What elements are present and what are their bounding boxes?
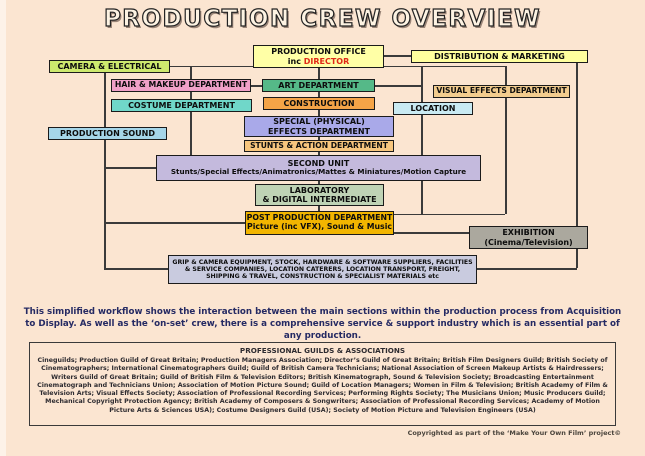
connector-line [394, 232, 469, 234]
node-construction: CONSTRUCTION [263, 97, 375, 110]
node-hair-makeup-department: HAIR & MAKEUP DEPARTMENT [111, 79, 251, 92]
scan-edge [0, 0, 6, 456]
connector-line [476, 268, 577, 270]
connector-line [318, 66, 320, 212]
node-distribution-marketing: DISTRIBUTION & MARKETING [411, 50, 588, 63]
connector-line [576, 63, 578, 268]
connector-line [104, 222, 245, 224]
guilds-title: PROFESSIONAL GUILDS & ASSOCIATIONS [239, 346, 406, 355]
node-art-department: ART DEPARTMENT [262, 79, 375, 92]
node-special-effects-department: SPECIAL (PHYSICAL)EFFECTS DEPARTMENT [244, 116, 394, 137]
connector-line [251, 85, 262, 87]
guilds-box: PROFESSIONAL GUILDS & ASSOCIATIONS Cineg… [29, 342, 616, 426]
connector-line [104, 72, 106, 269]
guilds-body: Cineguilds; Production Guild of Great Br… [37, 357, 608, 414]
node-camera-electrical: CAMERA & ELECTRICAL [49, 60, 170, 73]
intro-text: This simplified workflow shows the inter… [23, 307, 622, 342]
connector-line [384, 55, 411, 57]
connector-line [505, 66, 507, 214]
node-laboratory-digital-intermediate: LABORATORY& DIGITAL INTERMEDIATE [255, 184, 384, 206]
node-stunts-action-department: STUNTS & ACTION DEPARTMENT [244, 140, 394, 152]
page-title: PRODUCTION CREW OVERVIEW [103, 5, 542, 32]
node-location: LOCATION [393, 102, 473, 115]
connector-line [421, 66, 423, 214]
node-production-sound: PRODUCTION SOUND [48, 127, 167, 140]
connector-line [375, 85, 421, 87]
node-suppliers: GRIP & CAMERA EQUIPMENT, STOCK, HARDWARE… [168, 255, 477, 284]
node-exhibition: EXHIBITION(Cinema/Television) [469, 226, 588, 249]
connector-line [104, 167, 156, 169]
connector-line [394, 213, 505, 215]
node-costume-department: COSTUME DEPARTMENT [111, 99, 252, 112]
connector-line [104, 268, 168, 270]
node-visual-effects-department: VISUAL EFFECTS DEPARTMENT [433, 85, 570, 98]
copyright-note: Copyrighted as part of the ‘Make Your Ow… [407, 429, 621, 437]
